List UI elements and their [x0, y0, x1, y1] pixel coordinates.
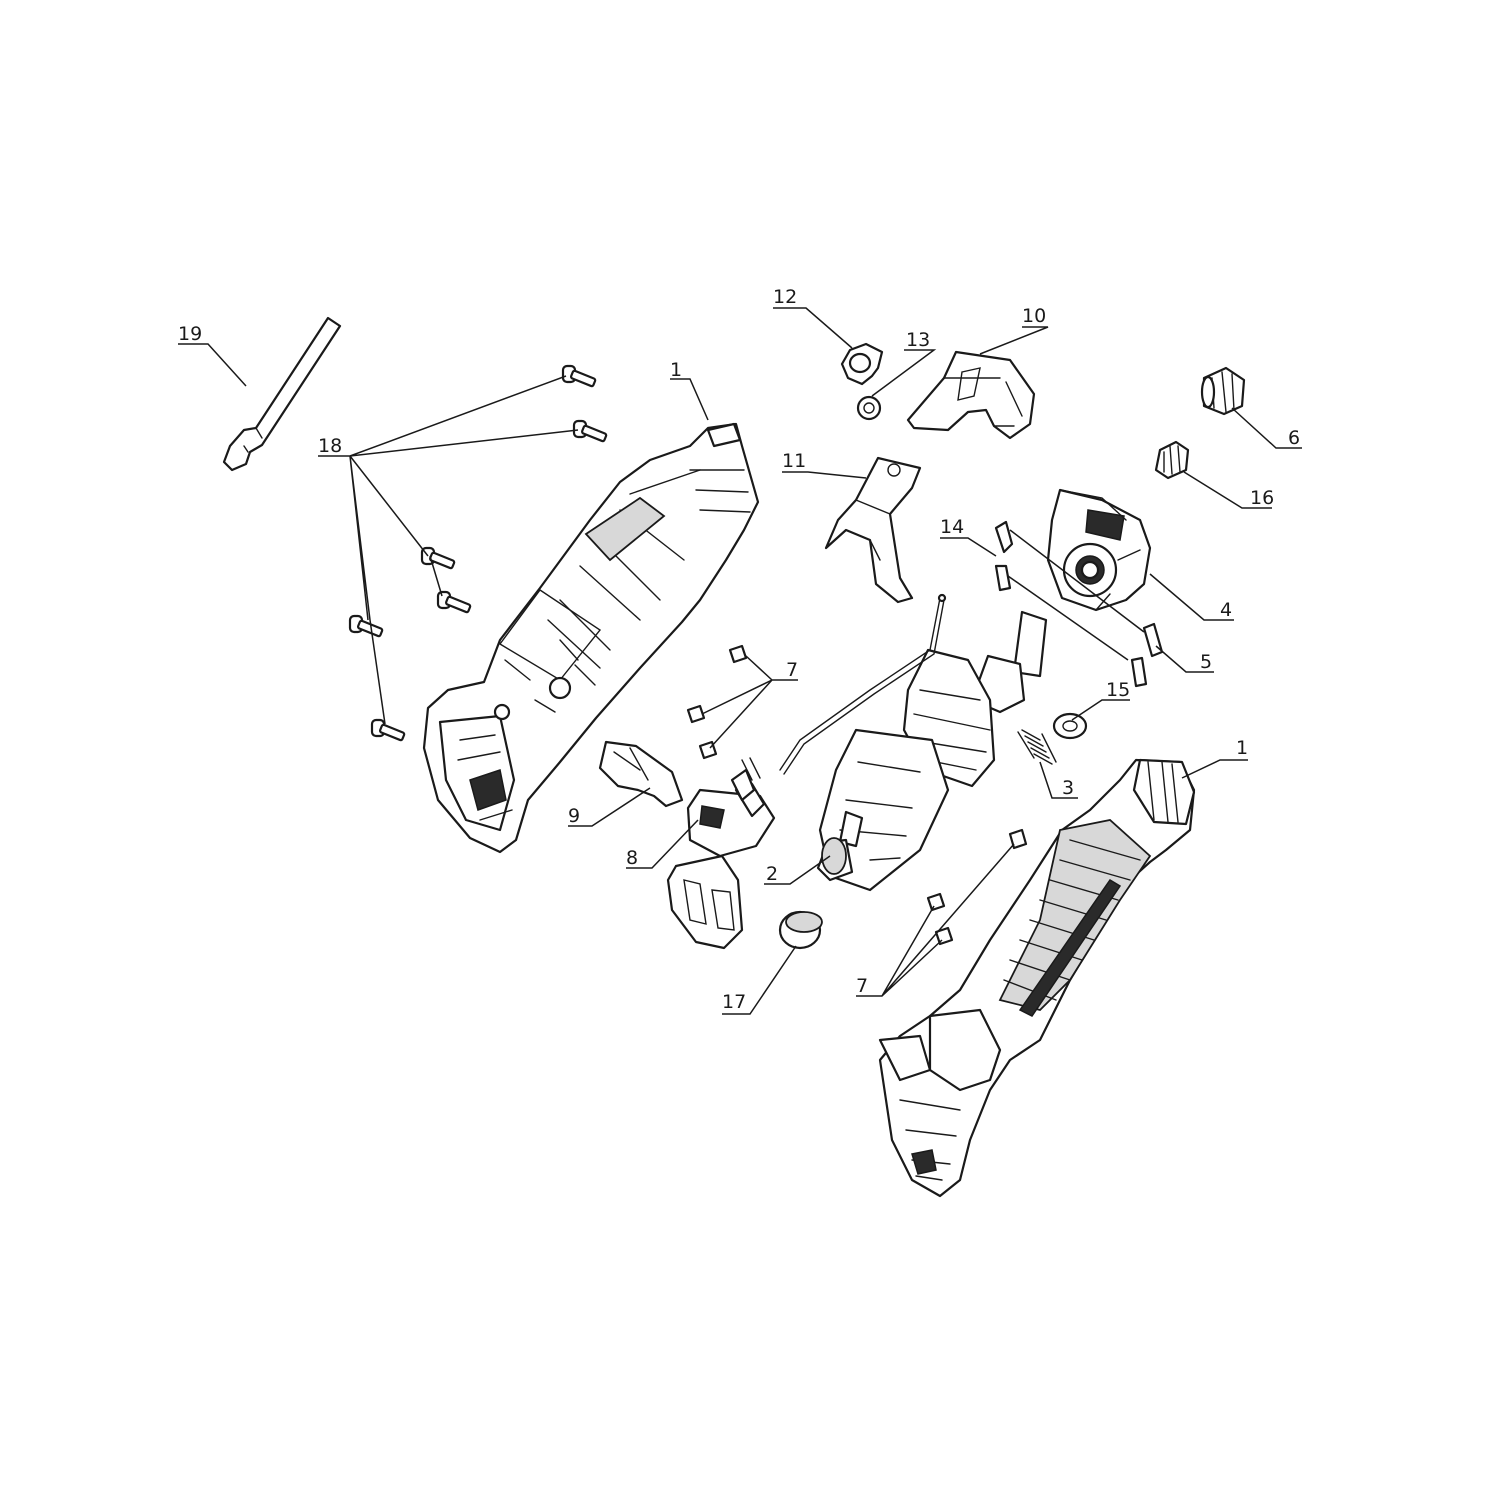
part-17-cap: [778, 910, 823, 950]
callout-15: 15: [1106, 679, 1130, 701]
part-1-housing-left: [422, 422, 760, 854]
part-19-blade: [222, 316, 342, 472]
callout-14: 14: [940, 516, 964, 538]
callout-1-right: 1: [1236, 737, 1248, 759]
callout-16: 16: [1250, 487, 1274, 509]
part-18-screws: [348, 364, 608, 742]
callout-19: 19: [178, 323, 202, 345]
part-6-chuck: [1200, 366, 1246, 416]
screw: [572, 419, 608, 443]
callout-11: 11: [782, 450, 806, 472]
screw: [561, 364, 597, 388]
callout-7-lower: 7: [856, 975, 868, 997]
screw: [436, 590, 472, 614]
callout-4: 4: [1220, 599, 1232, 621]
callout-2: 2: [766, 863, 778, 885]
callout-1-left: 1: [670, 359, 682, 381]
callout-3: 3: [1062, 777, 1074, 799]
callout-18: 18: [318, 435, 342, 457]
callout-9: 9: [568, 805, 580, 827]
part-13-nut: [856, 395, 882, 421]
part-4-gear-head: [1046, 488, 1152, 612]
part-16-collet: [1154, 440, 1190, 480]
part-5-pins: [1130, 622, 1164, 688]
screw: [420, 546, 456, 570]
callout-7-upper: 7: [786, 659, 798, 681]
switch-wire: [779, 593, 947, 775]
callout-8: 8: [626, 847, 638, 869]
part-15-washer: [1052, 712, 1088, 740]
part-12-knob: [840, 342, 884, 386]
callout-12: 12: [773, 286, 797, 308]
callout-13: 13: [906, 329, 930, 351]
part-8-switch-assembly: [666, 757, 776, 950]
screw: [348, 614, 384, 638]
part-1-housing-right: [878, 758, 1196, 1198]
callout-6: 6: [1288, 427, 1300, 449]
part-10-bracket: [906, 350, 1036, 440]
part-11-shoe: [824, 456, 922, 604]
leader-lines: [178, 307, 1302, 1015]
callout-labels: 19 18 1 12 13 10 11 6 16 14 4 5 15 7 9 8…: [178, 286, 1300, 1013]
part-9-switch-cover: [598, 740, 684, 808]
screw: [370, 718, 406, 742]
callout-5: 5: [1200, 651, 1212, 673]
part-14-keys: [994, 520, 1014, 592]
part-7-brushes-upper: [686, 644, 748, 760]
callout-17: 17: [722, 991, 746, 1013]
callout-10: 10: [1022, 305, 1046, 327]
part-7-brushes-lower: [926, 828, 1028, 946]
part-2-motor: [816, 610, 1048, 892]
part-3-spring: [1017, 729, 1057, 765]
